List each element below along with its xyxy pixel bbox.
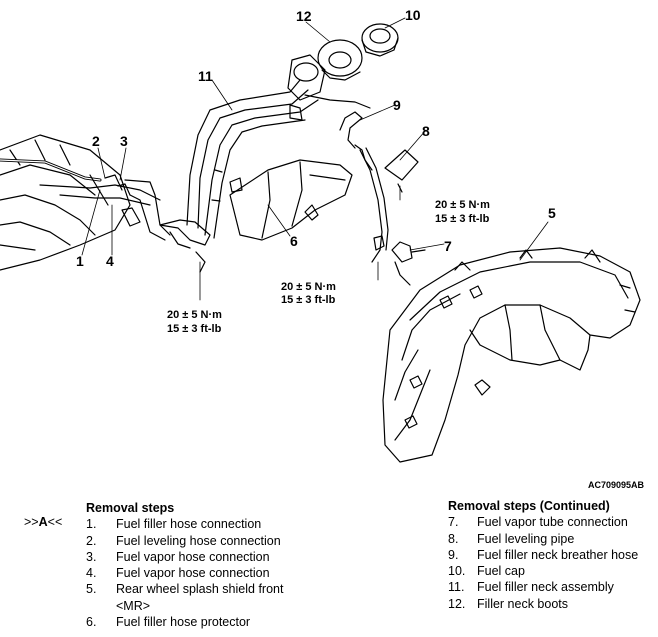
removal-step: 8.Fuel leveling pipe [448,531,575,546]
removal-step: 4.Fuel vapor hose connection [86,566,270,581]
hose-protector [229,159,353,241]
removal-step: <MR> [116,598,151,613]
removal-steps-continued-list: 7.Fuel vapor tube connection 8.Fuel leve… [448,514,658,612]
exploded-parts-diagram: 2 3 1 4 5 6 7 8 9 10 11 12 20 ± 5 N·m 15… [0,7,645,490]
part-callouts: 2 3 1 4 5 6 7 8 9 10 11 12 [76,7,556,269]
filler-neck-boot [317,39,363,81]
callout-6: 6 [290,233,298,249]
callout-2: 2 [92,133,100,149]
removal-steps: Removal steps 1.Fuel filler hose connect… [86,500,346,630]
vapor-tube [373,235,426,286]
removal-steps-continued: Removal steps (Continued) 7.Fuel vapor t… [448,498,658,612]
callout-12: 12 [296,8,312,24]
callout-11: 11 [198,68,213,84]
callout-5: 5 [548,205,556,221]
torque-right-nm: 20 ± 5 N·m [435,199,490,211]
removal-step: 12.Filler neck boots [448,596,569,611]
fuel-cap [361,23,399,57]
callout-7: 7 [444,238,452,254]
torque-middle-nm: 20 ± 5 N·m [281,281,336,293]
torque-left-nm: 20 ± 5 N·m [167,309,222,321]
torque-specs: 20 ± 5 N·m 15 ± 3 ft-lb 20 ± 5 N·m 15 ± … [167,199,490,335]
leveling-pipe [359,147,419,263]
tank-hoses [0,158,171,241]
breather-hose [339,111,373,171]
callout-9: 9 [393,97,401,113]
torque-right-ftlb: 15 ± 3 ft-lb [435,213,490,225]
callout-8: 8 [422,123,430,139]
figure-code: AC709095AB [588,480,645,490]
removal-step: 6.Fuel filler hose protector [86,615,251,630]
filler-neck-tube [186,54,371,239]
callout-10: 10 [405,7,421,23]
procedure-reference-marker: >>A<< [24,515,63,529]
removal-step: 10.Fuel cap [448,564,525,579]
removal-step: 7.Fuel vapor tube connection [448,515,628,530]
removal-steps-title: Removal steps [86,501,175,515]
callout-1: 1 [76,253,84,269]
leader-lines [81,17,549,301]
fuel-tank [0,134,131,271]
filler-hose-lower [159,219,211,273]
torque-middle-ftlb: 15 ± 3 ft-lb [281,294,336,306]
torque-left-ftlb: 15 ± 3 ft-lb [167,323,222,335]
removal-steps-continued-title: Removal steps (Continued) [448,499,610,513]
removal-step: 2.Fuel leveling hose connection [86,533,281,548]
removal-step: 11.Fuel filler neck assembly [448,580,614,595]
removal-step: 9.Fuel filler neck breather hose [448,547,639,562]
removal-steps-list: 1.Fuel filler hose connection 2.Fuel lev… [86,516,346,630]
removal-step: 5.Rear wheel splash shield front [86,582,284,597]
removal-step: 1.Fuel filler hose connection [86,517,262,532]
splash-shield [382,247,641,463]
callout-4: 4 [106,253,114,269]
callout-3: 3 [120,133,128,149]
removal-step: 3.Fuel vapor hose connection [86,549,270,564]
